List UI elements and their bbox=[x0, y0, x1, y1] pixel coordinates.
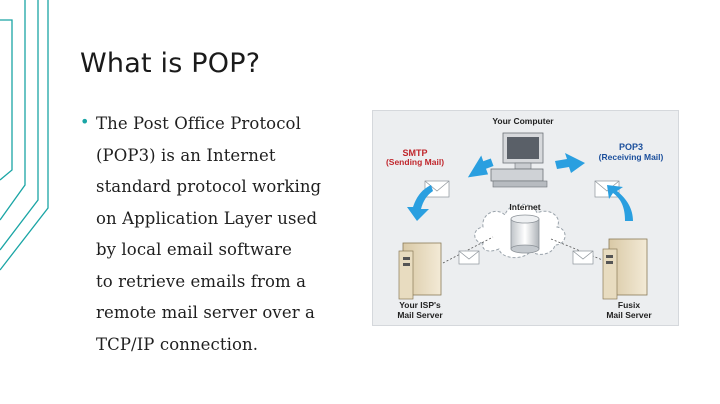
pop3-diagram: Your Computer SMTP (Sending Mail) POP3 (… bbox=[372, 110, 679, 326]
deco-line-2 bbox=[0, 0, 26, 221]
smtp-arrow-bottom-icon bbox=[407, 185, 433, 221]
isp-server-label: Your ISP's Mail Server bbox=[397, 300, 443, 320]
isp-server-icon bbox=[398, 242, 442, 300]
fusix-server-label: Fusix Mail Server bbox=[606, 300, 652, 320]
pop3-arrow-top-icon bbox=[555, 153, 585, 173]
deco-line-3 bbox=[0, 0, 39, 251]
your-computer-label: Your Computer bbox=[492, 116, 554, 126]
deco-line-1 bbox=[0, 19, 13, 181]
envelope-icon-right-mid bbox=[572, 250, 594, 265]
smtp-arrow-top-icon bbox=[467, 155, 494, 178]
pop3-arrow-bottom-icon bbox=[607, 185, 633, 221]
smtp-sub-label: (Sending Mail) bbox=[385, 157, 445, 167]
pop3-sub-label: (Receiving Mail) bbox=[598, 152, 664, 162]
arrow-icons bbox=[407, 153, 633, 221]
computer-icon bbox=[490, 132, 548, 188]
bullet-icon: • bbox=[80, 112, 90, 131]
bullet-text: The Post Office Protocol (POP3) is an In… bbox=[96, 114, 322, 354]
decorative-lines bbox=[0, 0, 49, 271]
fusix-server-icon bbox=[602, 238, 648, 300]
bullet-item: • The Post Office Protocol (POP3) is an … bbox=[80, 108, 370, 360]
envelope-icon-left-mid bbox=[458, 250, 480, 265]
pop3-label: POP3 bbox=[618, 142, 643, 152]
slide-title: What is POP? bbox=[80, 48, 261, 79]
internet-label: Internet bbox=[509, 202, 541, 212]
database-icon bbox=[510, 214, 540, 254]
diagram-graphics bbox=[398, 132, 648, 300]
deco-line-4 bbox=[0, 0, 49, 271]
slide-body: • The Post Office Protocol (POP3) is an … bbox=[80, 108, 370, 360]
smtp-label: SMTP bbox=[402, 148, 428, 158]
